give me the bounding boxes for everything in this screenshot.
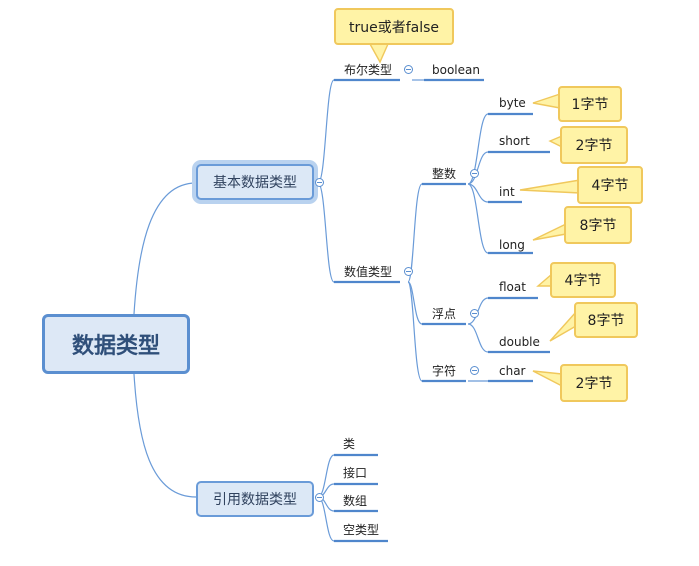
topic-numeric[interactable]: 数值类型 [344,265,393,279]
pointer-4byte-int [519,179,581,194]
topic-boolean[interactable]: boolean [432,63,480,77]
collapse-numeric-icon[interactable] [404,267,413,276]
note-true-or-false[interactable]: true或者false [334,8,454,45]
topic-char[interactable]: char [499,364,526,378]
topic-short[interactable]: short [499,134,530,148]
link-numeric-integer [407,183,423,283]
pointer-bool-note [369,43,389,64]
note-double-size[interactable]: 8字节 [574,302,638,338]
topic-int[interactable]: int [499,185,515,199]
link-integer-short [467,151,489,185]
collapse-integer-icon[interactable] [470,169,479,178]
topic-reference-types[interactable]: 引用数据类型 [196,481,314,517]
topic-class[interactable]: 类 [343,437,356,451]
link-integer-long [467,183,489,254]
collapse-bool-icon[interactable] [404,65,413,74]
link-root-basic [133,182,197,315]
topic-double[interactable]: double [499,335,540,349]
link-basic-numeric [317,182,335,283]
topic-char-group[interactable]: 字符 [432,364,457,378]
topic-basic-types[interactable]: 基本数据类型 [196,164,314,200]
topic-null-type[interactable]: 空类型 [343,523,380,537]
pointer-4byte-float [536,273,553,287]
topic-float-group[interactable]: 浮点 [432,307,457,321]
topic-long[interactable]: long [499,238,525,252]
note-byte-size[interactable]: 1字节 [558,86,622,122]
pointer-1byte [532,93,561,109]
topic-integer[interactable]: 整数 [432,167,457,181]
link-numeric-char [407,281,423,382]
note-float-size[interactable]: 4字节 [550,262,616,298]
topic-array[interactable]: 数组 [343,494,368,508]
pointer-2byte-char [532,370,563,387]
topic-interface[interactable]: 接口 [343,466,368,480]
note-short-size[interactable]: 2字节 [560,126,628,164]
link-float-double [467,323,489,353]
collapse-reference-icon[interactable] [315,493,324,502]
pointer-8byte-long [532,223,567,241]
note-int-size[interactable]: 4字节 [577,166,643,204]
topic-bool[interactable]: 布尔类型 [344,63,393,77]
root-topic[interactable]: 数据类型 [42,314,190,374]
collapse-basic-icon[interactable] [315,178,324,187]
note-char-size[interactable]: 2字节 [560,364,628,402]
collapse-char-icon[interactable] [470,366,479,375]
topic-float[interactable]: float [499,280,526,294]
topic-byte[interactable]: byte [499,96,526,110]
link-basic-bool [317,79,335,184]
link-root-reference [133,373,197,498]
pointer-8byte-double [549,311,577,342]
note-long-size[interactable]: 8字节 [564,206,632,244]
link-integer-byte [467,113,489,185]
pointer-2byte-short [548,135,563,148]
collapse-float-icon[interactable] [470,309,479,318]
